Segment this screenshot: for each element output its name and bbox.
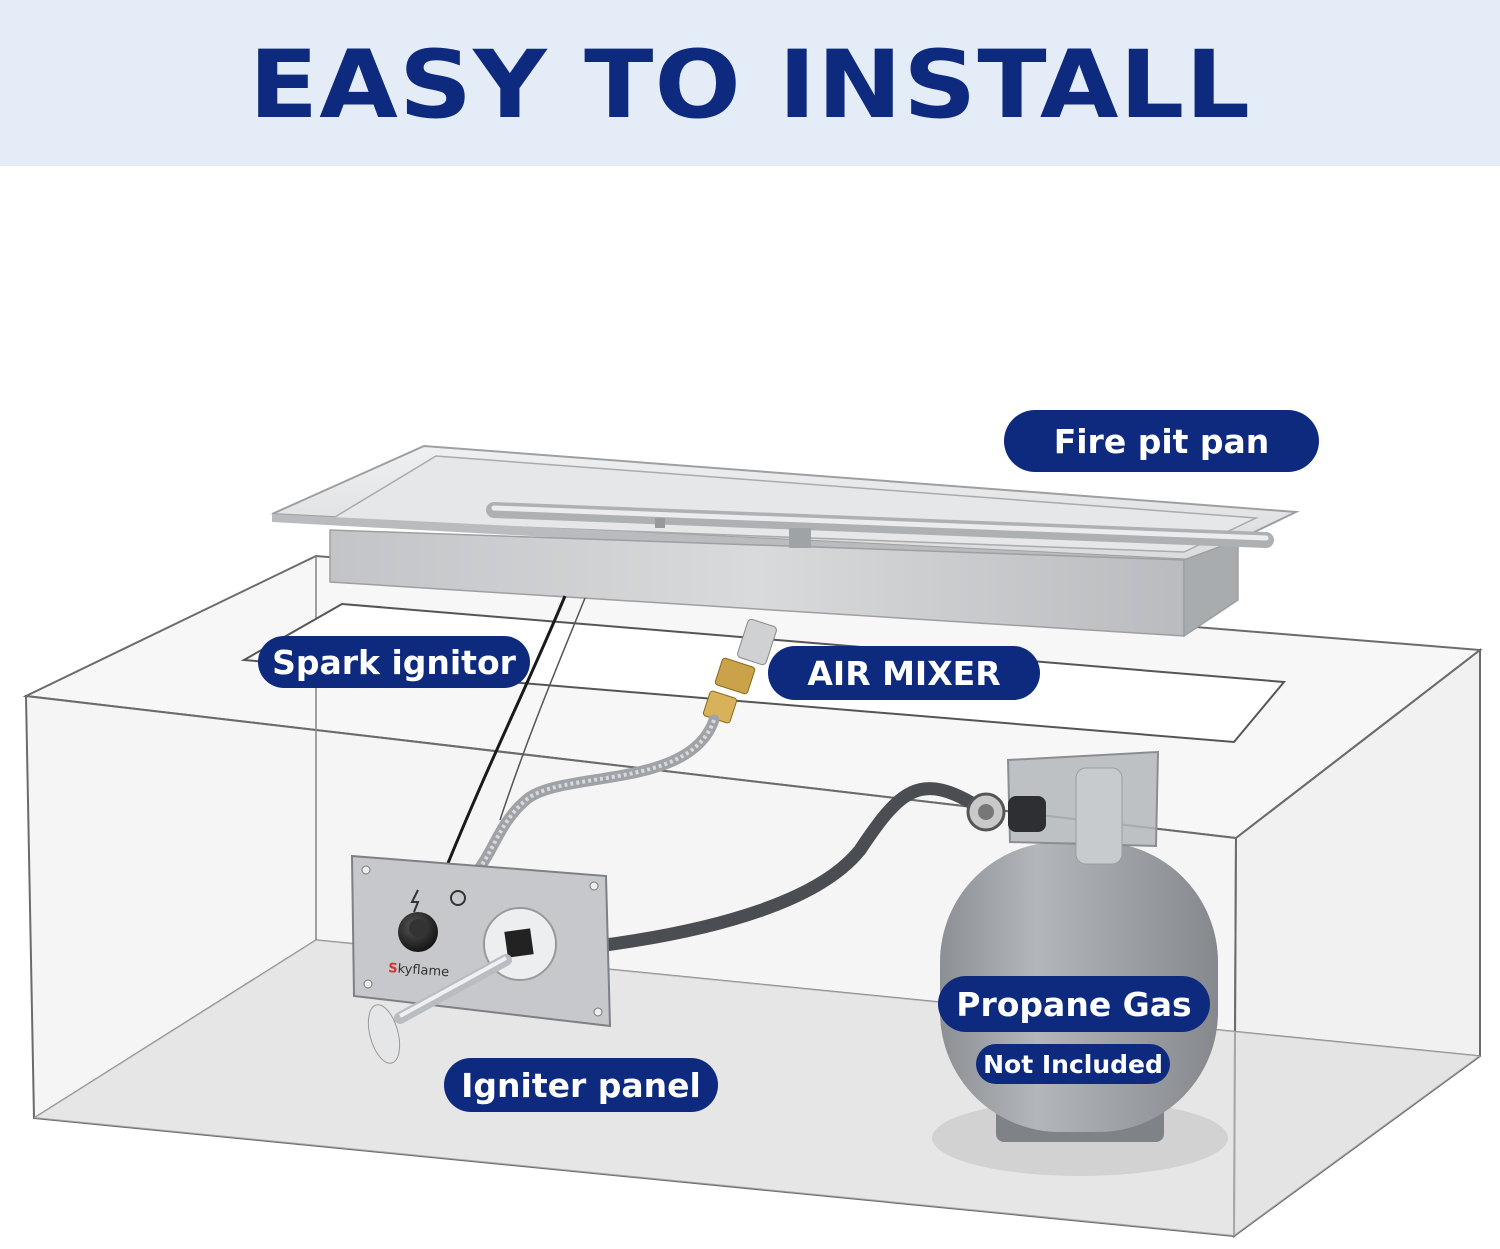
burner-tube: [486, 502, 1274, 548]
fire-pit-pan-label: Fire pit pan: [1004, 410, 1319, 472]
igniter-panel-label: Igniter panel: [444, 1058, 718, 1112]
spark-ignitor-label: Spark ignitor: [258, 636, 530, 688]
header-banner: EASY TO INSTALL: [0, 0, 1500, 166]
not-included-badge: Not Included: [976, 1044, 1170, 1084]
installation-diagram: Skyflame: [22, 444, 1483, 1238]
air-mixer-label: AIR MIXER: [768, 646, 1040, 700]
page-title: EASY TO INSTALL: [248, 30, 1252, 140]
bolt-icon: [410, 889, 420, 913]
ignitor-knob: [398, 912, 438, 952]
air-mixer-fitting: [702, 618, 777, 724]
svg-text:Skyflame: Skyflame: [388, 961, 450, 980]
propane-gas-label: Propane Gas: [938, 976, 1210, 1032]
gas-valve-icon: [450, 890, 466, 906]
fire-pit-pan: [271, 444, 1300, 638]
ignitor-wire: [444, 595, 586, 869]
valve-key: [367, 954, 512, 1064]
brand-logo: Skyflame: [388, 961, 450, 980]
igniter-panel: Skyflame: [350, 854, 612, 1064]
propane-hose: [591, 782, 987, 953]
